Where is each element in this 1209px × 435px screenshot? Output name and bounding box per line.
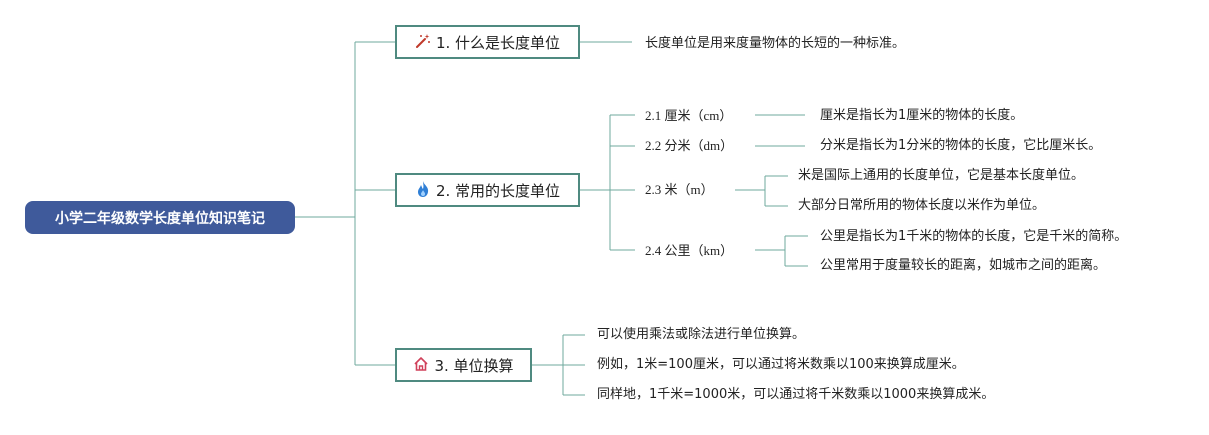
leaf-text: 米是国际上通用的长度单位，它是基本长度单位。	[798, 168, 1085, 183]
leaf-text: 可以使用乘法或除法进行单位换算。	[597, 327, 806, 342]
branch-what-is-length-unit[interactable]: 1. 什么是长度单位	[395, 25, 580, 59]
leaf-text: 分米是指长为1分米的物体的长度，它比厘米长。	[820, 138, 1102, 153]
leaf-text: 公里是指长为1千米的物体的长度，它是千米的简称。	[820, 229, 1128, 244]
branch-common-length-units[interactable]: 2. 常用的长度单位	[395, 173, 580, 207]
leaf-text: 例如，1米=100厘米，可以通过将米数乘以100来换算成厘米。	[597, 357, 965, 372]
house-icon	[413, 356, 429, 375]
branch-label: 3. 单位换算	[434, 356, 514, 375]
magic-wand-icon	[415, 33, 431, 52]
subtopic-km[interactable]: 2.4 公里（km）	[645, 243, 734, 258]
branch-label: 2. 常用的长度单位	[435, 181, 561, 200]
subtopic-m[interactable]: 2.3 米（m）	[645, 182, 714, 197]
root-topic[interactable]: 小学二年级数学长度单位知识笔记	[25, 201, 295, 234]
subtopic-cm[interactable]: 2.1 厘米（cm）	[645, 108, 733, 123]
subtopic-dm[interactable]: 2.2 分米（dm）	[645, 138, 734, 153]
branch-label: 1. 什么是长度单位	[435, 33, 561, 52]
leaf-text: 同样地，1千米=1000米，可以通过将千米数乘以1000来换算成米。	[597, 387, 995, 402]
branch-unit-conversion[interactable]: 3. 单位换算	[395, 348, 532, 382]
leaf-text: 厘米是指长为1厘米的物体的长度。	[820, 108, 1024, 123]
leaf-text: 大部分日常所用的物体长度以米作为单位。	[798, 198, 1046, 213]
leaf-text: 公里常用于度量较长的距离，如城市之间的距离。	[820, 258, 1107, 273]
root-title: 小学二年级数学长度单位知识笔记	[55, 210, 265, 227]
fire-icon	[415, 180, 431, 201]
leaf-text: 长度单位是用来度量物体的长短的一种标准。	[645, 36, 906, 51]
